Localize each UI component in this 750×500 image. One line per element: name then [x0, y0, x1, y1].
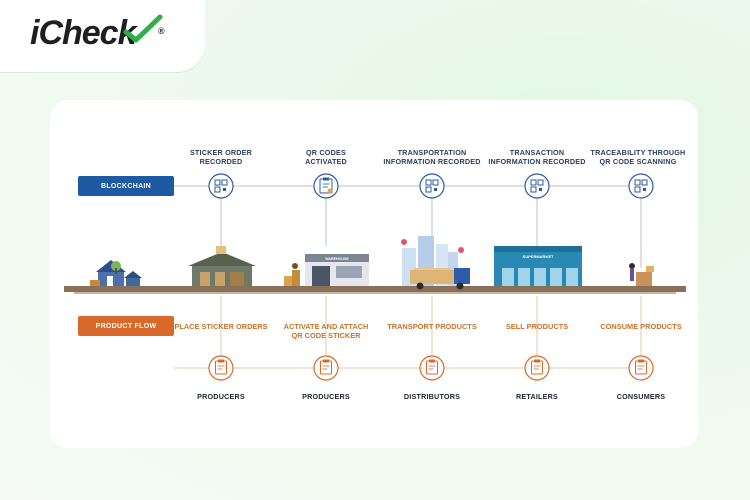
flow-actor-label-5: CONSUMERS: [616, 392, 666, 401]
blockchain-node-3: [419, 173, 445, 199]
flow-action-label-4: SELL PRODUCTS: [505, 322, 569, 331]
clipboard-check-icon: [426, 359, 438, 375]
clipboard-check-icon: [319, 177, 333, 194]
flow-action-label-3: TRANSPORT PRODUCTS: [387, 322, 477, 331]
qr-code-icon: [214, 179, 228, 193]
clipboard-check-icon: [531, 359, 543, 375]
brand-name: iChec: [30, 14, 119, 52]
registered-mark: ®: [158, 26, 165, 36]
qr-code-icon: [530, 179, 544, 193]
warehouse-sign: WAREHOUSE: [325, 257, 349, 261]
ground-shadow: [74, 292, 676, 294]
blockchain-row-label: BLOCKCHAIN: [78, 176, 174, 196]
flow-node-5: [628, 355, 654, 381]
warehouse-illustration: [284, 254, 369, 286]
flow-node-3: [419, 355, 445, 381]
logo-tab: iCheck ®: [0, 0, 205, 72]
flow-node-1: [208, 355, 234, 381]
flow-actor-label-2: PRODUCERS: [302, 392, 350, 401]
qr-code-icon: [634, 179, 648, 193]
blockchain-node-5: [628, 173, 654, 199]
clipboard-check-icon: [215, 359, 227, 375]
traceability-diagram: WAREHOUSE SUPERMARKET: [64, 173, 686, 381]
flow-drop-lines: [220, 296, 642, 356]
supermarket-sign: SUPERMARKET: [523, 254, 554, 259]
product-flow-row-label: PRODUCT FLOW: [78, 316, 174, 336]
clipboard-check-icon: [635, 359, 647, 375]
city-truck-illustration: [401, 236, 470, 290]
flow-actor-label-4: RETAILERS: [516, 392, 558, 401]
flow-node-2: [313, 355, 339, 381]
ground-road: [64, 286, 686, 292]
flow-action-label-5: CONSUME PRODUCTS: [600, 322, 682, 331]
blockchain-node-4: [524, 173, 550, 199]
blockchain-node-1: [208, 173, 234, 199]
logo-check-icon: [123, 14, 163, 43]
shed-illustration: [188, 246, 256, 286]
qr-code-icon: [425, 179, 439, 193]
clipboard-check-icon: [320, 359, 332, 375]
flow-node-4: [524, 355, 550, 381]
supermarket-illustration: [494, 246, 582, 286]
flow-action-label-1: PLACE STICKER ORDERS: [174, 322, 268, 331]
flow-actor-label-1: PRODUCERS: [197, 392, 245, 401]
consumer-illustration: [629, 263, 654, 286]
flow-actor-label-3: DISTRIBUTORS: [403, 392, 461, 401]
farm-illustration: [90, 260, 142, 286]
blockchain-node-2: [313, 173, 339, 199]
traceability-diagram-card: WAREHOUSE SUPERMARKET: [50, 100, 698, 448]
